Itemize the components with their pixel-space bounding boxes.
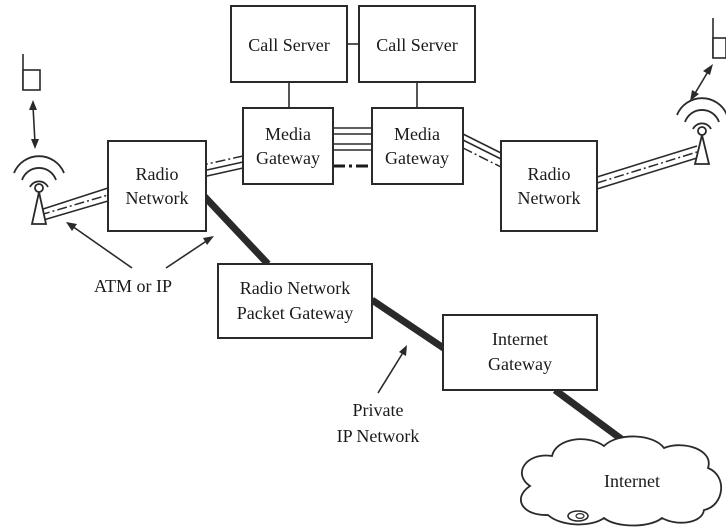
internet-label: Internet [604, 471, 660, 491]
antenna-icon [13, 155, 65, 225]
atm-or-ip-label: ATM or IP [94, 276, 172, 296]
link-rn-antenna-right [596, 145, 698, 190]
media-gateway-right-line1: Media [394, 124, 440, 144]
radio-network-right-line2: Network [518, 188, 581, 208]
internet-cloud: Internet [519, 435, 723, 527]
call-server-right-label: Call Server [376, 35, 457, 55]
call-server-left: Call Server [230, 5, 348, 83]
private-ip-label-line1: Private [353, 400, 404, 420]
radio-network-left-line1: Radio [136, 164, 179, 184]
cloud-icon [519, 435, 723, 527]
private-ip-label-line2: IP Network [337, 426, 420, 446]
link-rn-rnpg [201, 193, 271, 267]
annotation-arrows [66, 222, 407, 394]
media-gateway-left-line1: Media [265, 124, 311, 144]
radio-network-packet-gateway: Radio Network Packet Gateway [217, 263, 373, 339]
internet-gateway-line1: Internet [492, 329, 548, 349]
handset-icon [712, 18, 726, 59]
handset-link-left [29, 100, 39, 149]
link-rnpg-igw [370, 297, 447, 352]
rn-packet-gateway-line1: Radio Network [240, 278, 350, 298]
radio-network-left-line2: Network [126, 188, 189, 208]
media-gateway-right: Media Gateway [371, 107, 464, 185]
antenna-icon [676, 97, 726, 165]
handset-link-right [690, 64, 713, 101]
radio-network-right-line1: Radio [528, 164, 571, 184]
internet-gateway: Internet Gateway [442, 314, 598, 391]
links [29, 43, 713, 447]
rn-packet-gateway-line2: Packet Gateway [237, 303, 353, 323]
media-gateway-left: Media Gateway [242, 107, 334, 185]
media-gateway-right-line2: Gateway [385, 148, 449, 168]
handset-icon [22, 54, 41, 91]
call-server-right: Call Server [358, 5, 476, 83]
link-igw-internet [552, 387, 631, 447]
radio-network-left: Radio Network [107, 140, 207, 232]
radio-network-right: Radio Network [500, 140, 598, 232]
link-antenna-rn-left [39, 187, 109, 222]
media-gateway-left-line2: Gateway [256, 148, 320, 168]
call-server-left-label: Call Server [248, 35, 329, 55]
link-mgw-mgw [333, 127, 372, 168]
link-mgw-rn-right [462, 133, 502, 168]
internet-gateway-line2: Gateway [488, 354, 552, 374]
